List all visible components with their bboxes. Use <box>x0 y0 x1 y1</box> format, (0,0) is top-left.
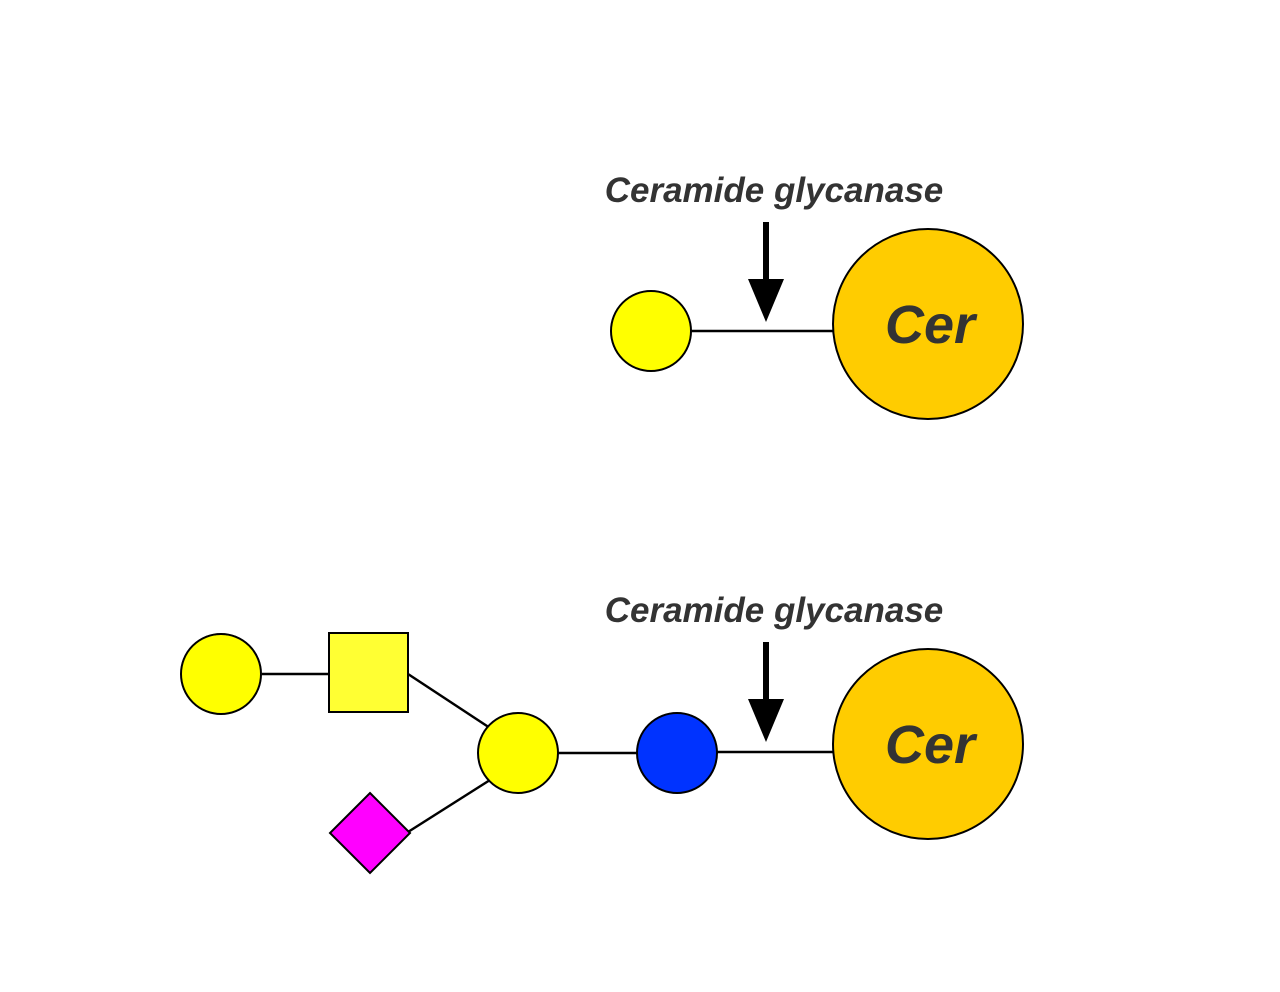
bottom-cleavage-arrow-icon <box>748 642 784 742</box>
top-arrow-head <box>748 279 784 322</box>
bond-diamond-to-branch <box>407 778 491 834</box>
bottom-structure: Ceramide glycanase Cer <box>180 591 1024 875</box>
blue-circle-residue <box>636 712 718 794</box>
yellow-square-residue <box>328 632 409 713</box>
bond-square-to-branch <box>407 672 491 730</box>
top-cleavage-arrow-icon <box>748 222 784 322</box>
top-ceramide-label: Cer <box>885 295 978 355</box>
bottom-arrow-head <box>748 699 784 742</box>
bottom-ceramide-circle <box>832 648 1024 840</box>
bottom-ceramide-label: Cer <box>885 715 978 775</box>
branch-yellow-circle-residue <box>477 712 559 794</box>
magenta-diamond-residue <box>328 791 412 875</box>
top-ceramide-circle <box>832 228 1024 420</box>
bottom-enzyme-label: Ceramide glycanase <box>605 591 944 630</box>
top-yellow-circle-residue <box>610 290 692 372</box>
top-enzyme-label: Ceramide glycanase <box>605 171 944 210</box>
terminal-yellow-circle-residue <box>180 633 262 715</box>
top-structure: Ceramide glycanase Cer <box>605 171 1024 420</box>
